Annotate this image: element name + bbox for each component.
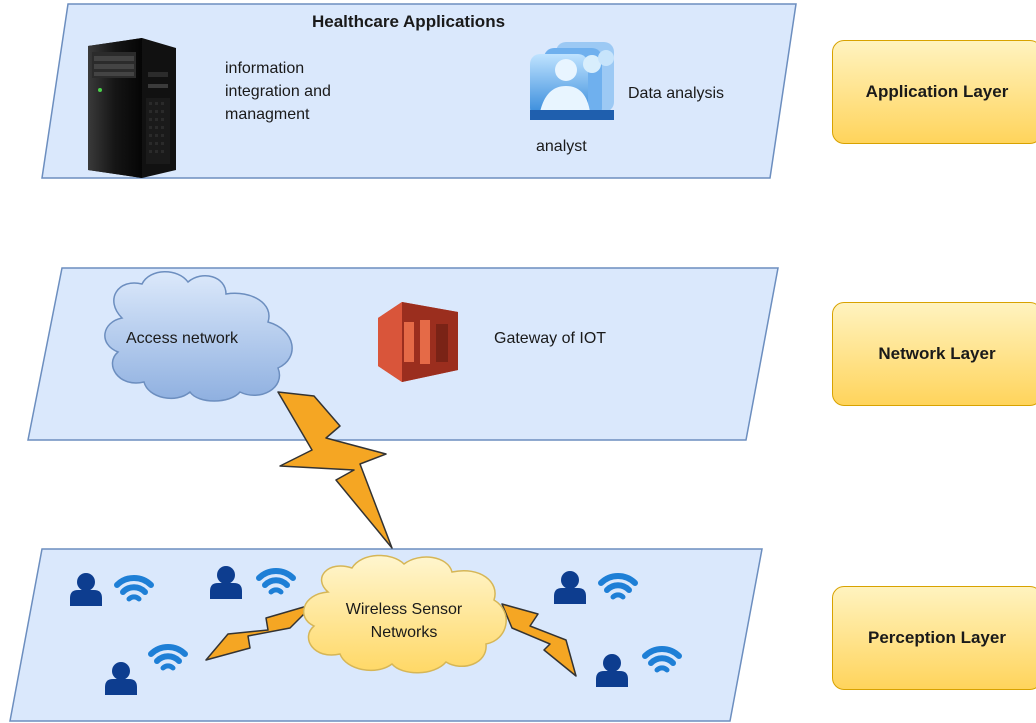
access-network-label: Access network <box>126 330 239 347</box>
wireless-sensor-label: Wireless Sensor Networks <box>345 601 463 641</box>
lightning-left-icon <box>205 603 315 661</box>
analyst-label: analyst <box>536 138 587 155</box>
server-tower-icon <box>88 38 176 178</box>
analyst-group-icon <box>530 42 614 120</box>
application-layer-badge: Application Layer <box>832 40 1036 144</box>
access-network-cloud <box>104 271 293 402</box>
network-layer-badge: Network Layer <box>832 302 1036 406</box>
info-integration-label: information integration and managment <box>225 60 331 123</box>
gateway-label: Gateway of IOT <box>494 330 607 347</box>
perception-layer-badge: Perception Layer <box>832 586 1036 690</box>
data-analysis-label: Data analysis <box>628 85 725 102</box>
lightning-right-icon <box>501 603 577 677</box>
lightning-network-icon <box>277 391 393 549</box>
wireless-sensor-cloud <box>303 554 507 674</box>
gateway-icon <box>378 302 458 382</box>
application-title: Healthcare Applications <box>312 12 506 31</box>
